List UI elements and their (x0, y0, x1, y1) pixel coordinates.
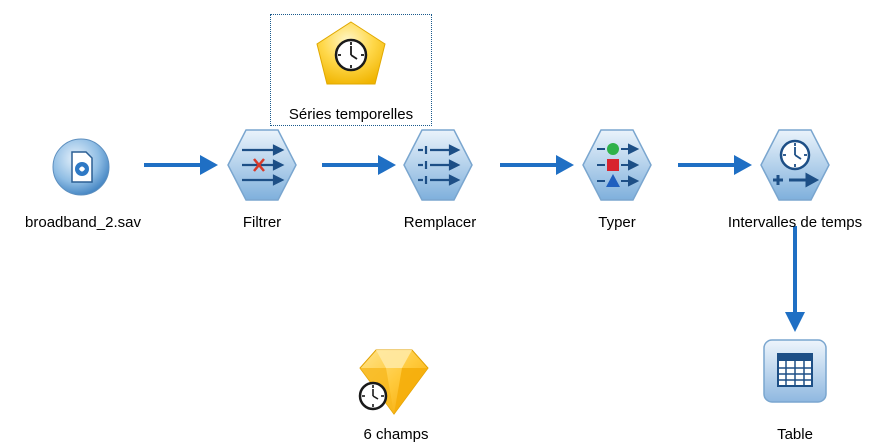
node-replace[interactable] (402, 128, 474, 202)
node-label-filter: Filtrer (242, 214, 282, 231)
arrowhead-replace (378, 155, 396, 175)
time-intervals-icon (760, 129, 830, 201)
arrowhead-type (556, 155, 574, 175)
time-series-model-icon (316, 21, 386, 85)
node-source[interactable] (50, 136, 112, 198)
arrowhead-table (785, 312, 805, 332)
sav-source-icon (52, 138, 110, 196)
node-label-source: broadband_2.sav (25, 214, 141, 231)
filter-icon (227, 129, 297, 201)
node-label-model-nugget: 6 champs (363, 426, 429, 443)
node-type[interactable] (581, 128, 653, 202)
type-icon (582, 129, 652, 201)
node-label-replace: Remplacer (403, 214, 477, 231)
arrowhead-filter (200, 155, 218, 175)
table-icon (763, 339, 827, 403)
model-nugget-icon (358, 349, 429, 415)
replace-icon (403, 129, 473, 201)
node-time-series[interactable] (315, 20, 387, 88)
node-label-table: Table (777, 426, 813, 443)
node-filter[interactable] (226, 128, 298, 202)
node-time-intervals[interactable] (759, 128, 831, 202)
node-table[interactable] (762, 338, 828, 408)
node-model-nugget[interactable] (356, 346, 432, 418)
node-label-time-intervals: Intervalles de temps (727, 214, 863, 231)
selection-box (270, 14, 432, 126)
arrowhead-intervals (734, 155, 752, 175)
node-label-type: Typer (598, 214, 636, 231)
node-label-time-series: Séries temporelles (288, 106, 414, 123)
